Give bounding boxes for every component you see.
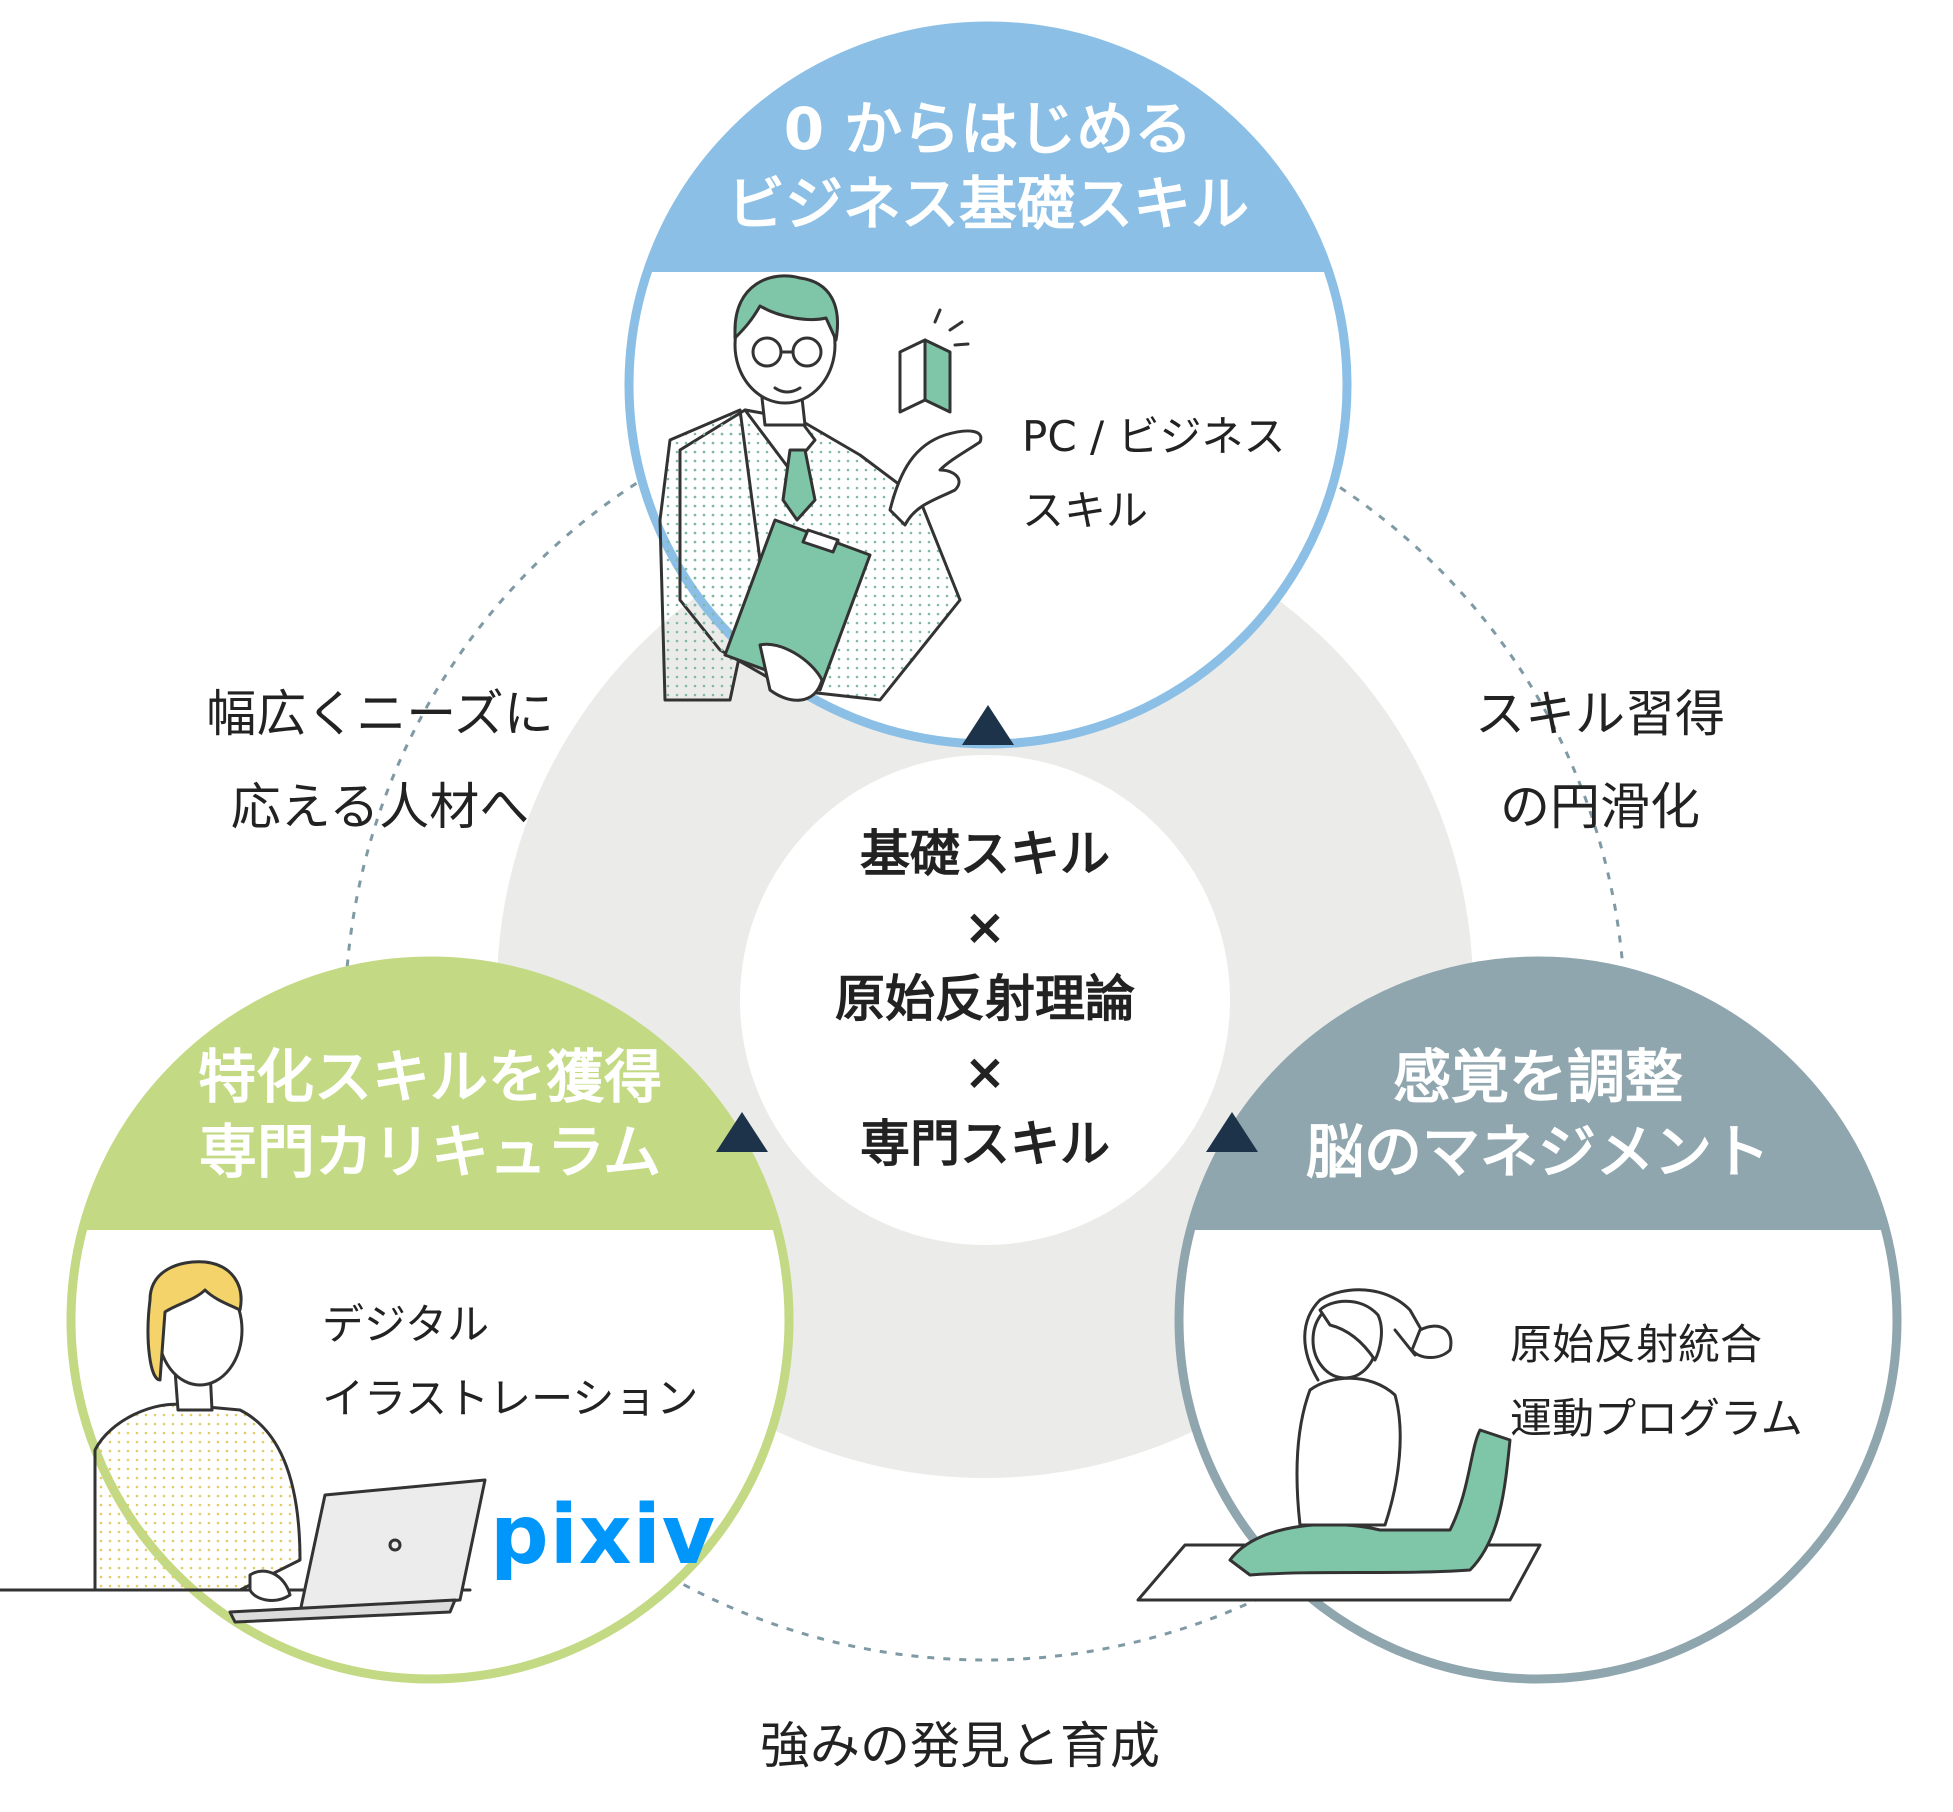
right-circle-title: 感覚を調整 脳のマネジメント	[1238, 1040, 1838, 1191]
center-line1: 基礎スキル	[860, 825, 1110, 883]
top-circle-item: PC / ビジネス スキル	[1022, 400, 1352, 547]
upper-left-label-line1: 幅広くニーズに	[206, 685, 554, 743]
top-circle-item-line2: スキル	[1022, 485, 1149, 535]
businessman-illustration	[658, 274, 983, 702]
left-circle-title-line1: 特化スキルを獲得	[197, 1043, 662, 1111]
center-sep2: ×	[964, 1042, 1006, 1101]
top-circle-title-line2: ビジネス基礎スキル	[726, 170, 1249, 239]
right-circle-item-line2: 運動プログラム	[1510, 1393, 1803, 1443]
right-circle-item: 原始反射統合 運動プログラム	[1510, 1308, 1870, 1455]
left-circle-item: デジタル イラストレーション	[322, 1288, 782, 1435]
right-circle-title-line1: 感覚を調整	[1392, 1043, 1683, 1111]
pixiv-logo: pixiv	[490, 1488, 717, 1583]
arrow-left-triangle	[716, 1112, 768, 1152]
illustrator-illustration	[0, 1260, 487, 1624]
upper-right-label: スキル習得 の円滑化	[1400, 668, 1800, 853]
top-circle-title-line1: 0 からはじめる	[783, 95, 1193, 163]
center-sep1: ×	[964, 897, 1006, 956]
left-circle-item-line2: イラストレーション	[322, 1373, 699, 1423]
top-circle-item-line1: PC / ビジネス	[1022, 412, 1286, 461]
center-disk	[740, 755, 1230, 1245]
top-circle-title: 0 からはじめる ビジネス基礎スキル	[688, 92, 1288, 243]
left-circle-title: 特化スキルを獲得 専門カリキュラム	[130, 1040, 730, 1191]
upper-right-label-line1: スキル習得	[1475, 685, 1725, 743]
right-circle-title-line2: 脳のマネジメント	[1305, 1118, 1770, 1187]
arrow-top-triangle	[962, 705, 1014, 745]
right-circle-item-line1: 原始反射統合	[1510, 1320, 1763, 1369]
left-circle-item-line1: デジタル	[322, 1300, 490, 1349]
center-line3: 専門スキル	[860, 1115, 1110, 1173]
yoga-illustration	[1136, 1288, 1542, 1602]
upper-right-label-line2: の円滑化	[1500, 777, 1700, 836]
upper-left-label: 幅広くニーズに 応える人材へ	[150, 668, 610, 853]
left-circle-title-line2: 専門カリキュラム	[198, 1118, 662, 1187]
center-text: 基礎スキル × 原始反射理論 × 専門スキル	[785, 818, 1185, 1181]
arrow-right-triangle	[1206, 1112, 1258, 1152]
center-line2: 原始反射理論	[835, 970, 1135, 1028]
upper-left-label-line2: 応える人材へ	[230, 777, 530, 836]
bottom-label: 強みの発見と育成	[760, 1717, 1160, 1775]
